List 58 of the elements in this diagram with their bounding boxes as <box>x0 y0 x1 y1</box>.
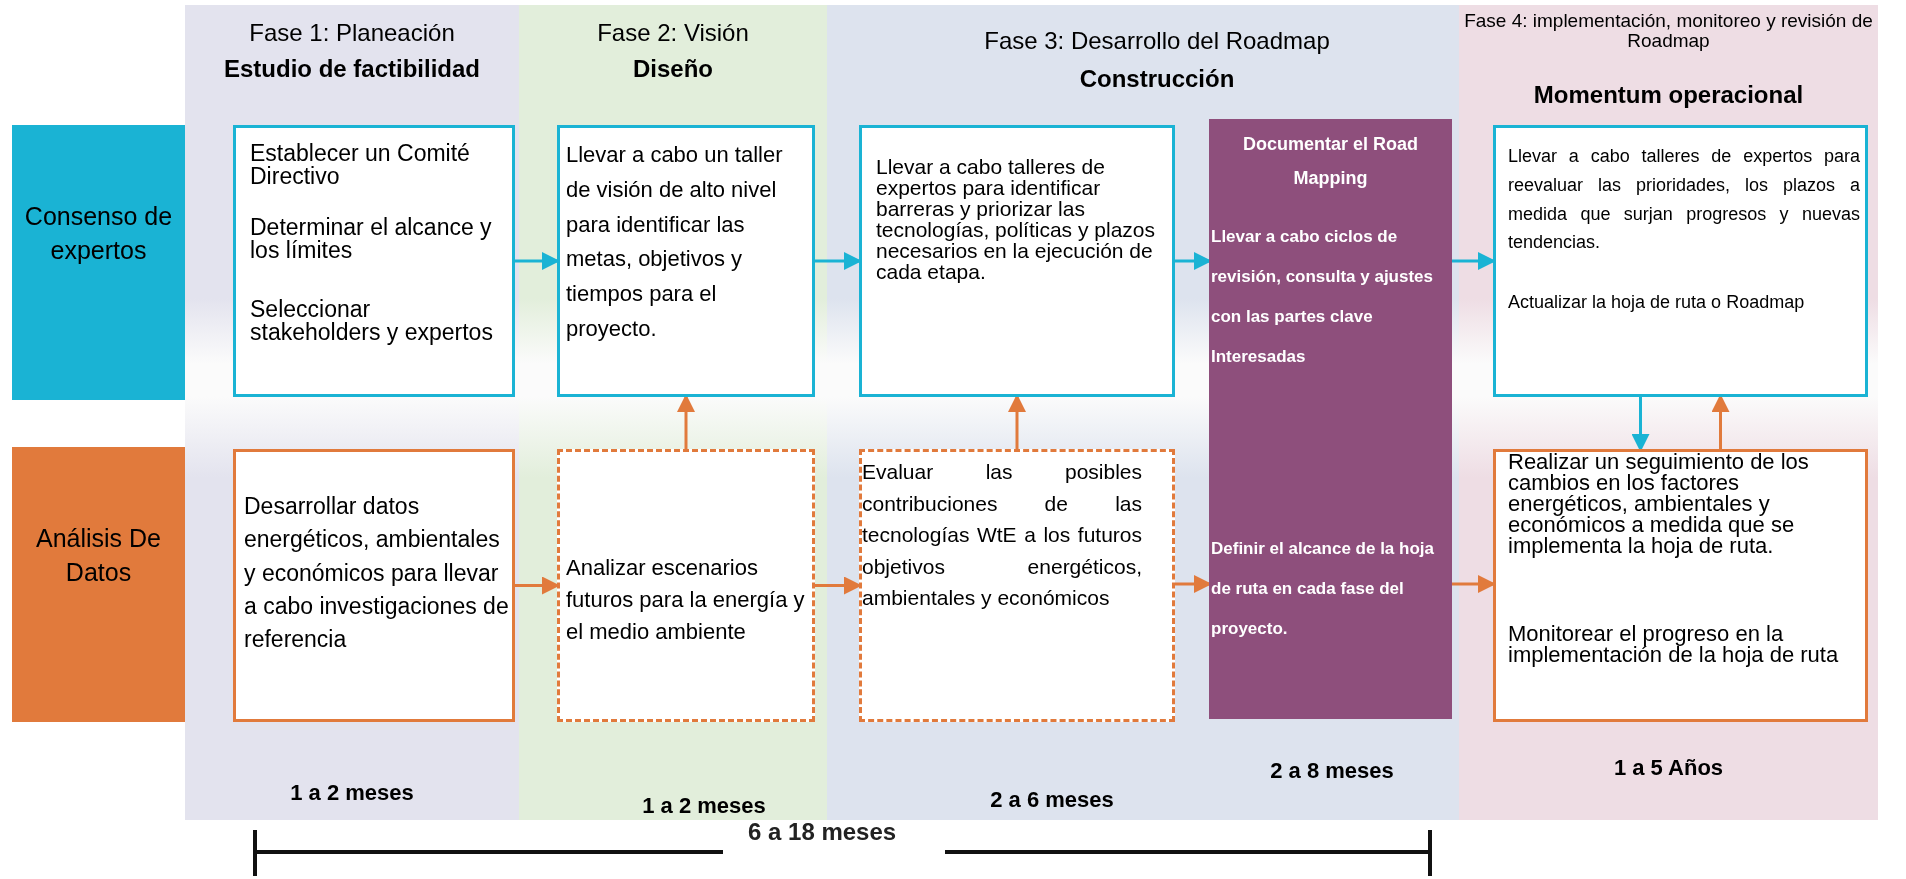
duration-label: 1 a 2 meses <box>641 793 767 820</box>
arrow <box>1711 394 1730 449</box>
phase-subtitle: Construcción <box>1078 65 1236 94</box>
arrow <box>1452 252 1496 270</box>
row-label <box>12 125 185 400</box>
arrow <box>815 576 862 595</box>
phase-band <box>827 5 1459 820</box>
process-box <box>1493 125 1868 397</box>
box-text: Llevar a cabo ciclos de revisión, consulta y ajustes con las partes clave Interesadas <box>1211 226 1435 368</box>
phase-band <box>519 5 827 820</box>
arrow <box>1008 394 1026 449</box>
arrow <box>515 576 560 595</box>
box-text: Llevar a cabo un taller de visión de alto nivel para identificar las metas, objetivos y tiempos para el proyecto. <box>566 141 784 343</box>
phase-title: Fase 3: Desarrollo del Roadmap <box>983 27 1331 56</box>
process-box <box>233 449 515 722</box>
box-text: Realizar un seguimiento de los cambios en los factores energéticos, ambientales y económicos a medida que se implementa la hoja de ruta. <box>1508 452 1810 557</box>
process-box <box>859 125 1175 397</box>
box-text: Analizar escenarios futuros para la energía y el medio ambiente <box>566 554 806 646</box>
phase-title: Fase 4: implementación, monitoreo y revisión de Roadmap <box>1463 11 1874 51</box>
box-text: Determinar el alcance y los límites <box>250 216 493 262</box>
arrow <box>1175 252 1212 270</box>
process-box <box>557 125 815 397</box>
process-box <box>1493 449 1868 722</box>
duration-label: 1 a 5 Años <box>1612 755 1725 782</box>
box-text: Desarrollar datos energéticos, ambientales y económicos para llevar a cabo investigaciones de referencia <box>244 492 510 655</box>
phase-subtitle: Momentum operacional <box>1532 81 1805 110</box>
process-box <box>233 125 515 397</box>
box-text: Establecer un Comité Directivo <box>250 142 471 188</box>
row-label <box>12 447 185 722</box>
phase-title: Fase 2: Visión <box>596 19 750 48</box>
box-text: Seleccionar stakeholders y expertos <box>250 298 494 344</box>
duration-label: 2 a 8 meses <box>1269 758 1395 785</box>
box-text: Llevar a cabo talleres de expertos para reevaluar las prioridades, los plazos a medida que surjan progresos y nuevas tendencias. <box>1508 145 1860 255</box>
box-text: Actualizar la hoja de ruta o Roadmap <box>1508 291 1806 314</box>
process-box <box>1209 119 1452 719</box>
box-text: Llevar a cabo talleres de expertos para identificar barreras y priorizar las tecnologías, políticas y plazos necesarios en la ejecución de cada etapa. <box>876 156 1156 282</box>
duration-label: 6 a 18 meses <box>748 818 897 846</box>
arrow <box>1631 397 1650 452</box>
phase-title: Fase 1: Planeación <box>248 19 456 48</box>
box-text: Monitorear el progreso en la implementación de la hoja de ruta <box>1508 624 1840 666</box>
box-text: Evaluar las posibles contribuciones de las tecnologías WtE a los futuros objetivos energéticos, ambientales y económicos <box>862 459 1142 611</box>
row-label-text: Análisis De Datos <box>34 523 163 588</box>
arrow <box>1175 575 1212 593</box>
row-label-text: Consenso de expertos <box>23 201 174 266</box>
arrow <box>1452 575 1496 593</box>
arrow <box>515 252 560 270</box>
phase-band <box>1459 5 1878 820</box>
arrow <box>815 252 862 270</box>
duration-label: 1 a 2 meses <box>289 780 415 807</box>
box-text: Definir el alcance de la hoja de ruta en cada fase del proyecto. <box>1211 538 1435 640</box>
duration-label: 2 a 6 meses <box>989 787 1115 814</box>
arrow <box>677 394 695 449</box>
box-heading: Documentar el Road Mapping <box>1241 133 1419 191</box>
process-box <box>557 449 815 722</box>
phase-band <box>185 5 519 820</box>
phase-subtitle: Diseño <box>632 55 714 84</box>
phase-subtitle: Estudio de factibilidad <box>223 55 481 84</box>
process-box <box>859 449 1175 722</box>
